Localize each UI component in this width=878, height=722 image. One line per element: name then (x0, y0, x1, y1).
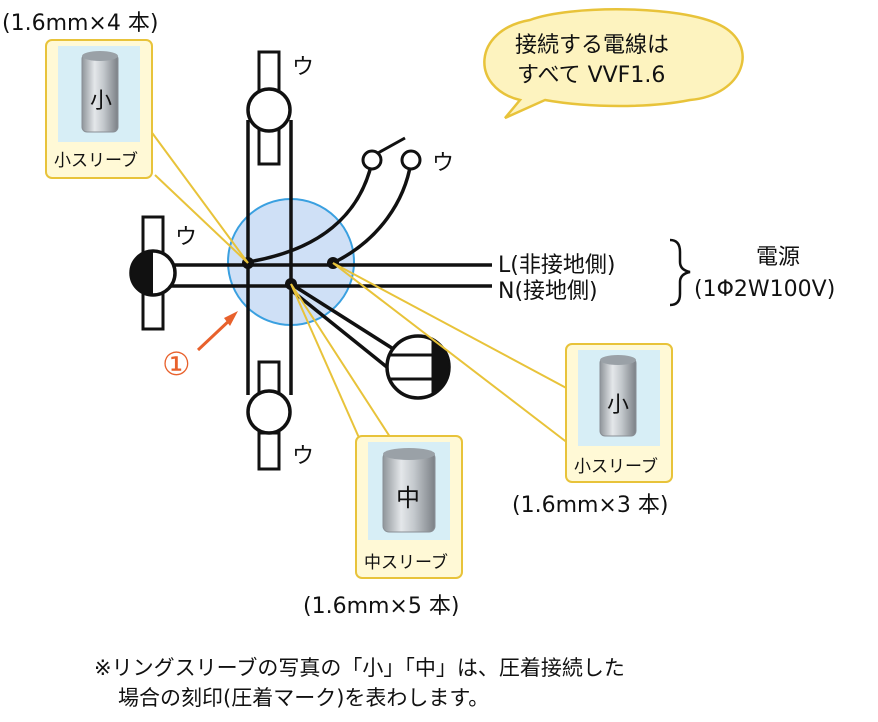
brace (669, 238, 691, 307)
switch-wire-1 (247, 161, 374, 264)
count-top-left: (1.6mm×4 本) (2, 11, 158, 36)
sleeve-label-small-top: 小スリーブ (54, 150, 138, 171)
note-line2: 場合の刻印(圧着マーク)を表わします。 (118, 686, 489, 710)
callout-line1: 接続する電線は (515, 33, 669, 58)
line-N-label: N(接地側) (498, 279, 598, 304)
switch-wire-2 (332, 161, 413, 265)
sleeve-box-small-top: 小 小スリーブ (45, 39, 153, 179)
callout-bubble: 接続する電線は すべて VVF1.6 (483, 8, 744, 120)
sleeve-label-small-right: 小スリーブ (574, 456, 658, 477)
switch: ウ (361, 136, 454, 176)
top-light: ウ (246, 50, 314, 166)
sleeve-box-small-right: 小 小スリーブ (565, 343, 673, 483)
callout-line2: すべて VVF1.6 (517, 63, 665, 88)
light-bottom-label: ウ (292, 444, 314, 469)
line-L-label: L(非接地側) (498, 253, 615, 278)
note-line1: ※リングスリーブの写真の「小」「中」は、圧着接続した (94, 656, 625, 680)
bottom-light: ウ (246, 360, 314, 471)
left-light: ウ (129, 215, 197, 331)
sleeve-mark-medium: 中 (396, 484, 420, 512)
outlet (385, 334, 451, 400)
light-top-label: ウ (292, 55, 314, 80)
junction-number: ① (162, 345, 191, 383)
sleeve-label-medium: 中スリーブ (364, 552, 448, 573)
junction-marker: ① (162, 311, 238, 383)
sleeve-box-medium: 中 中スリーブ (355, 435, 463, 579)
leader-lines (149, 129, 591, 461)
power-spec: (1Φ2W100V) (694, 277, 835, 302)
sleeve-mark-small-top: 小 (90, 89, 112, 114)
power-label: 電源 (756, 245, 800, 270)
outlet-wire-1 (290, 282, 396, 352)
count-bottom-center: (1.6mm×5 本) (303, 594, 459, 619)
switch-label: ウ (432, 151, 454, 176)
light-left-label: ウ (175, 225, 197, 250)
count-bottom-right: (1.6mm×3 本) (512, 493, 668, 518)
outlet-wire-2 (289, 288, 395, 374)
sleeve-mark-small-right: 小 (607, 393, 629, 418)
